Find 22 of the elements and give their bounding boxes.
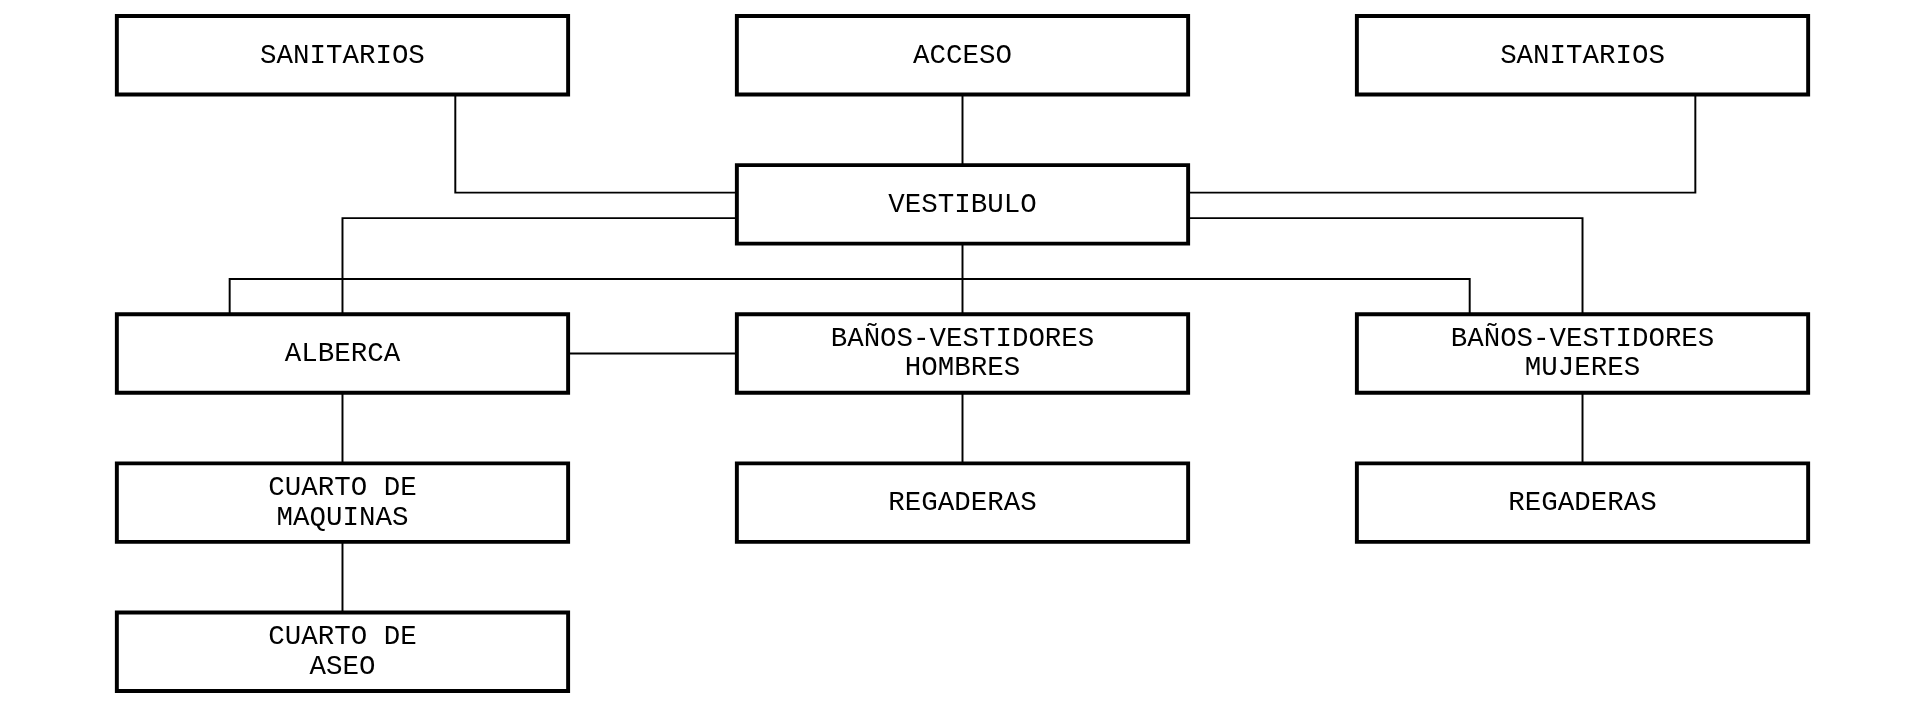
connector (1187, 217, 1583, 315)
node-box: CUARTO DE ASEO (114, 610, 570, 693)
connector (1581, 392, 1583, 465)
node-box: ACCESO (734, 14, 1190, 97)
node-box: CUARTO DE MAQUINAS (114, 461, 570, 544)
connector (567, 352, 738, 355)
node-box: ALBERCA (114, 312, 570, 395)
node-box: VESTIBULO (734, 163, 1190, 246)
node-box: BAÑOS-VESTIDORES MUJERES (1354, 312, 1810, 395)
connector (228, 277, 1471, 315)
connector (341, 392, 343, 465)
connector (341, 541, 343, 614)
connector (961, 94, 963, 166)
node-box: REGADERAS (1354, 461, 1810, 544)
connector (453, 94, 737, 194)
connector (961, 243, 963, 315)
node-box: BAÑOS-VESTIDORES HOMBRES (734, 312, 1190, 395)
node-box: REGADERAS (734, 461, 1190, 544)
connector (961, 392, 963, 465)
node-box: SANITARIOS (1354, 14, 1810, 97)
connector (341, 217, 737, 315)
node-box: SANITARIOS (114, 14, 570, 97)
